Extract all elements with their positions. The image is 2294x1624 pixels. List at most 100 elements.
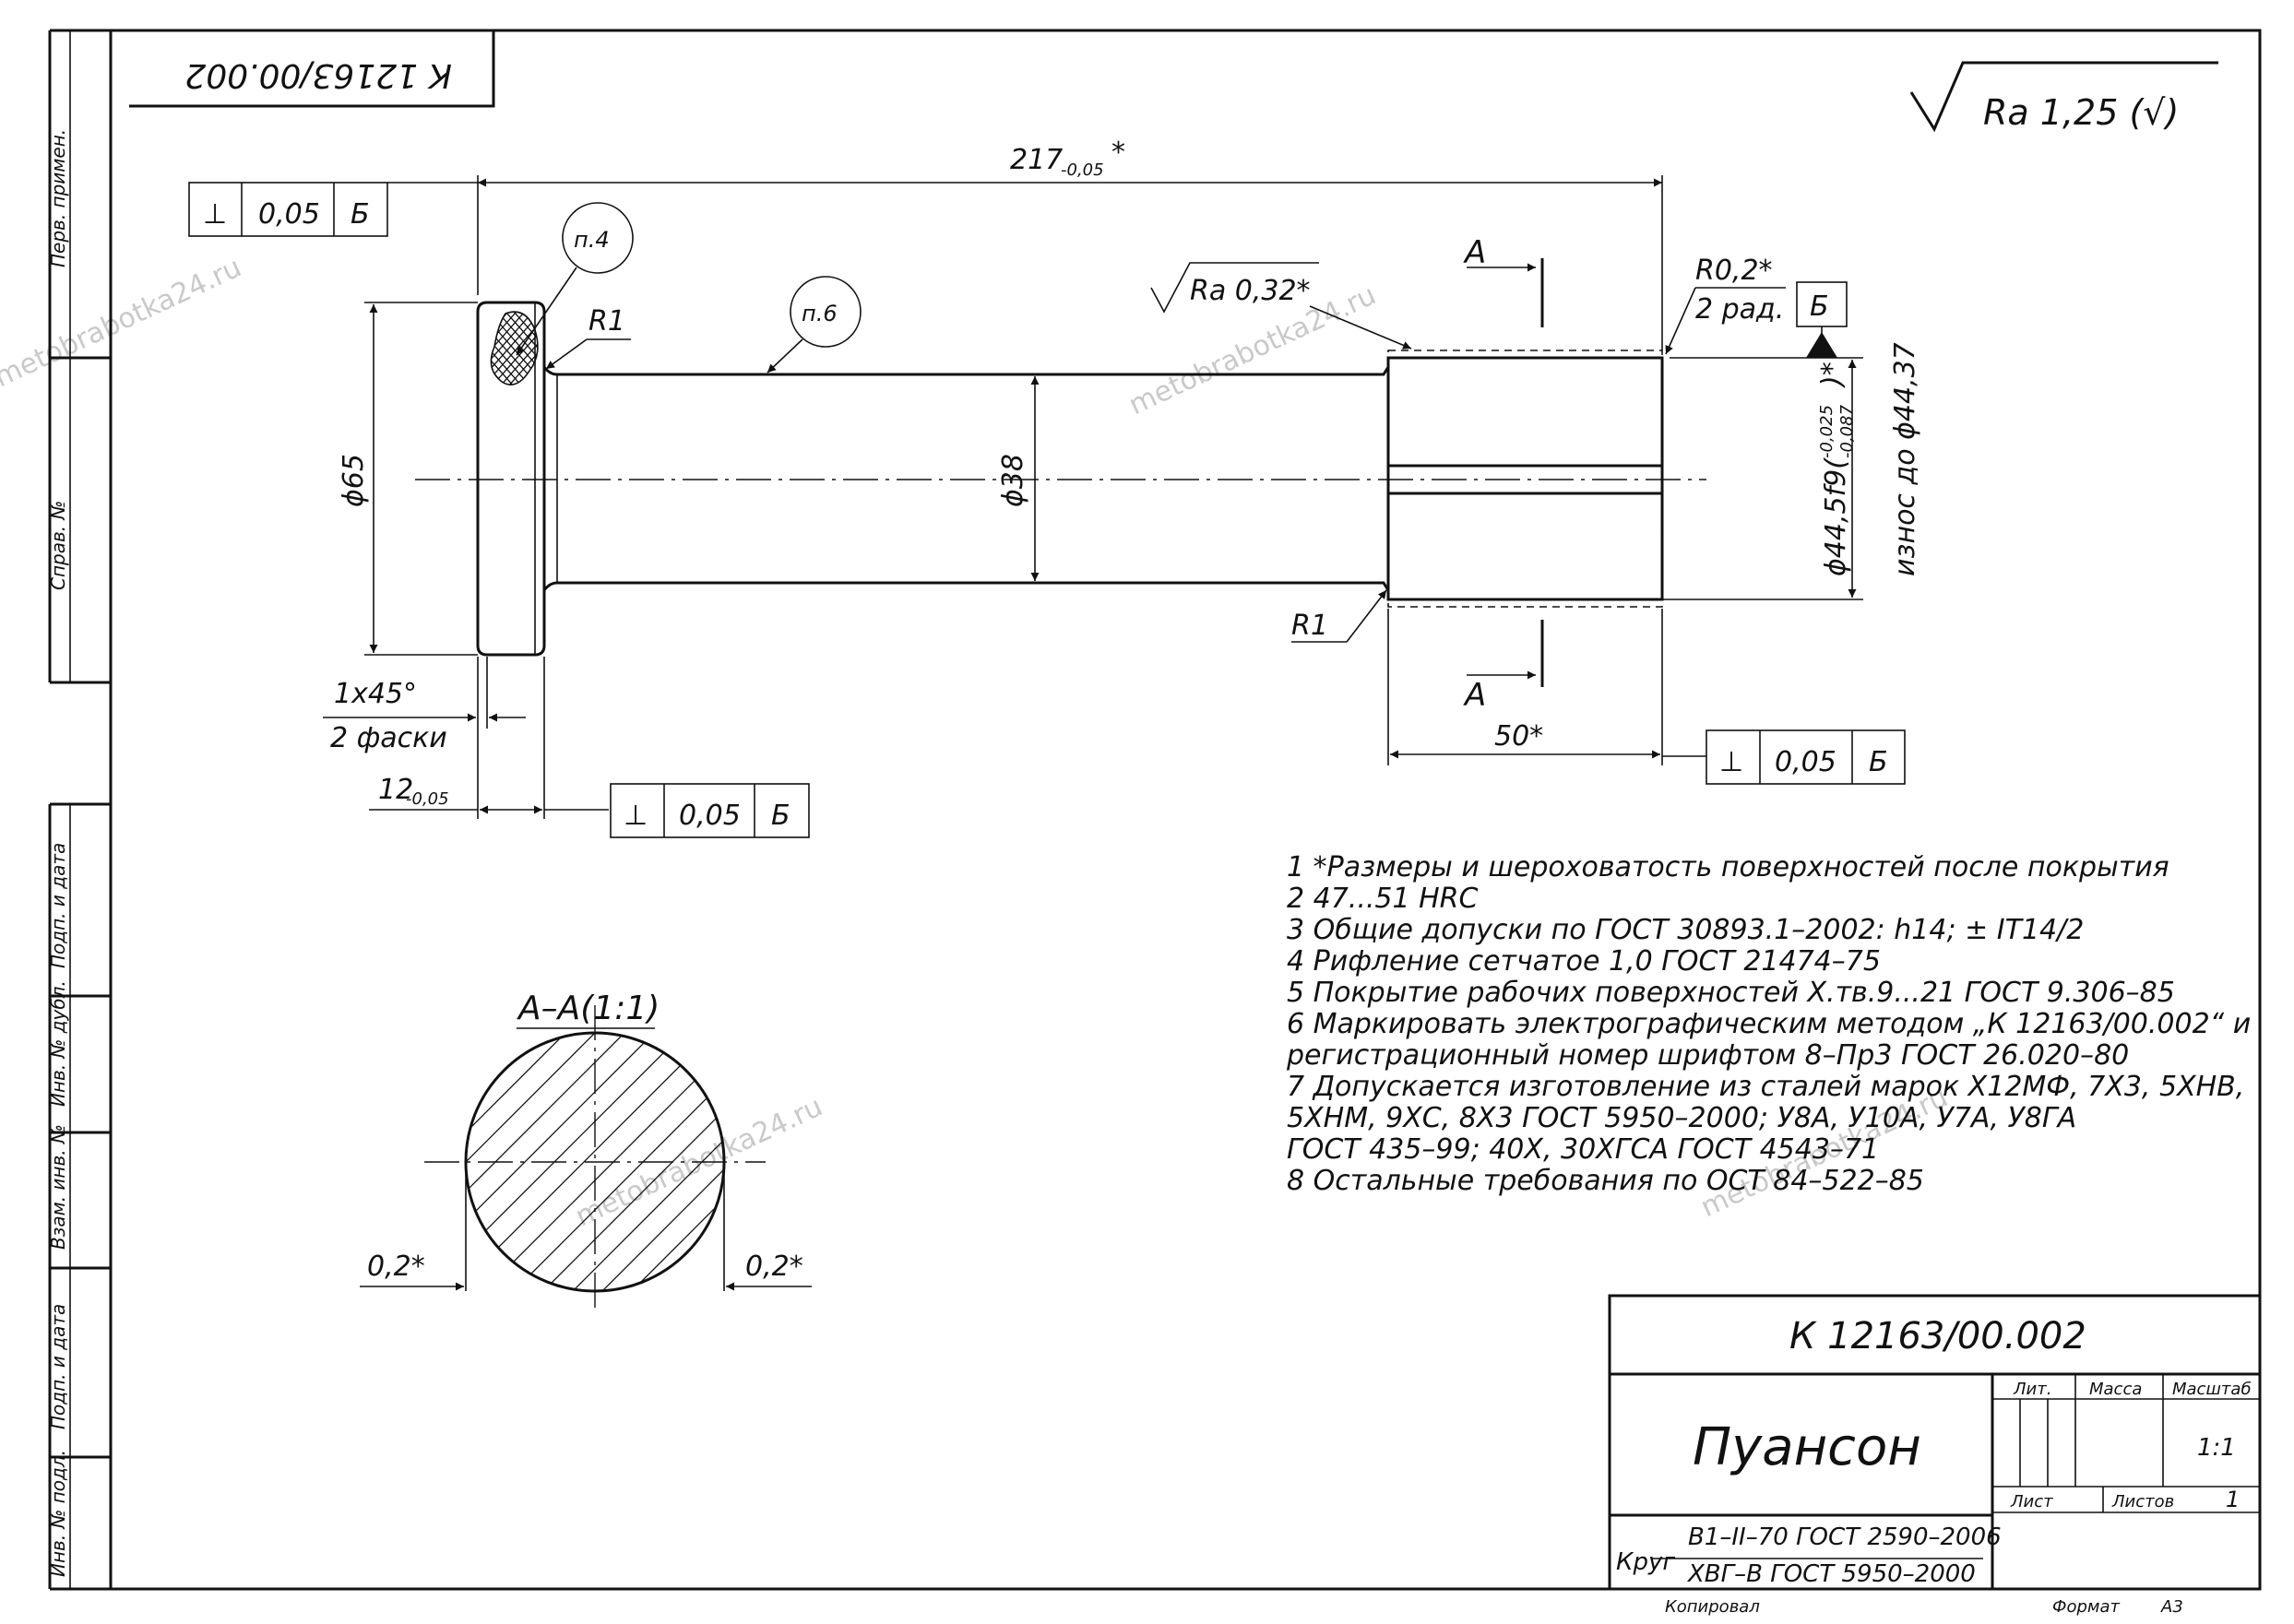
section-hatch-line (583, 1033, 724, 1291)
tolerance-base: Б (1869, 746, 1888, 778)
roughness-local: Ra 0,32* (1150, 262, 1412, 350)
dim-working-length: 50* (1387, 609, 1663, 765)
title-scale: 1:1 (2197, 1434, 2236, 1462)
section-view: А–А(1:1) 0,2* 0,2* (360, 990, 812, 1310)
section-gap-right: 0,2* (745, 1251, 803, 1283)
tolerance-base: Б (351, 198, 370, 231)
head-length-tol: -0,05 (406, 789, 449, 809)
note: регистрационный номер шрифтом 8–Пр3 ГОСТ… (1286, 1039, 2129, 1072)
knurl-hatch-line (506, 312, 538, 385)
roughness-general: Ra 1,25 (√) (1909, 61, 2218, 133)
shank-diameter: ϕ38 (997, 454, 1029, 507)
radius-r1-bottom: R1 (1291, 589, 1387, 643)
knurl-hatch-line (491, 312, 499, 385)
wear-limit: износ до ϕ44,37 (1889, 342, 1921, 576)
note: 5ХНМ, 9ХС, 8Х3 ГОСТ 5950–2000; У8А, У10А… (1287, 1102, 2076, 1134)
r02-note: 2 рад. (1695, 293, 1784, 326)
technical-notes: 1 *Размеры и шероховатость поверхностей … (1286, 851, 2251, 1197)
section-mark-bottom: А (1463, 620, 1544, 714)
section-letter-top: А (1463, 234, 1486, 271)
title-sheets-label: Листов (2111, 1492, 2174, 1511)
dim-chamfer: 1x45° 2 фаски (323, 657, 526, 754)
chamfer-note: 2 фаски (330, 722, 447, 754)
section-hatch-line (466, 1033, 673, 1291)
side-label: Подп. и дата (47, 1304, 69, 1429)
head-diameter: ϕ65 (338, 454, 370, 507)
knurl-hatch-line (515, 312, 538, 385)
side-label: Подп. и дата (47, 843, 69, 968)
datum-letter: Б (1810, 290, 1829, 323)
material-top: В1–II–70 ГОСТ 2590–2006 (1688, 1523, 2002, 1551)
note: 5 Покрытие рабочих поверхностей Х.тв.9..… (1287, 977, 2175, 1009)
roughness-local-text: Ra 0,32* (1190, 275, 1311, 307)
knurl-hatch-line (491, 312, 538, 385)
section-hatch-line (466, 1033, 614, 1291)
title-lit-label: Лит. (2013, 1380, 2051, 1399)
side-label: Перв. примен. (47, 129, 69, 267)
working-diameter: ϕ44,5f9( (1820, 457, 1852, 576)
note: 1 *Размеры и шероховатость поверхностей … (1287, 851, 2169, 883)
knurl-hatch-line (491, 312, 507, 385)
format-value: А3 (2160, 1597, 2183, 1617)
material-bottom: ХВГ–В ГОСТ 5950–2000 (1686, 1560, 1976, 1588)
dim-overall-length: 217 -0,05 * (477, 136, 1663, 350)
title-block: К 12163/00.002 Пуансон Лит. Масса Масшта… (1608, 1294, 2262, 1617)
perpendicularity-icon: ⊥ (203, 198, 227, 231)
title-mass-label: Масса (2089, 1380, 2142, 1399)
overall-tol: -0,05 (1061, 160, 1104, 180)
datum-b: Б (1670, 281, 1863, 359)
title-name: Пуансон (1693, 1417, 1921, 1477)
overall-star: * (1111, 136, 1125, 169)
section-title: А–А(1:1) (517, 990, 660, 1027)
tolerance-value: 0,05 (258, 198, 320, 231)
tolerance-frame-1: ⊥ 0,05 Б (188, 182, 478, 237)
watermark: metobrabotka24.ru (0, 252, 246, 395)
tolerance-value: 0,05 (1775, 746, 1836, 778)
note: 6 Маркировать электрографическим методом… (1287, 1008, 2251, 1040)
tolerance-frame-3: ⊥ 0,05 Б (1662, 729, 1906, 785)
perpendicularity-icon: ⊥ (1719, 746, 1743, 778)
part-outline (476, 301, 1664, 657)
side-labels: Перв. примен. Справ. № Подп. и дата Инв.… (47, 129, 69, 1577)
head-length: 12 (378, 774, 413, 806)
rotated-code-stamp: К 12163/00.002 (111, 29, 495, 108)
dim-head-diameter: ϕ65 (338, 302, 478, 656)
knurl-hatch-line (491, 312, 538, 385)
side-label: Инв. № подл. (47, 1450, 69, 1577)
working-star: )* (1816, 362, 1848, 388)
section-mark-top: А (1463, 234, 1544, 327)
note: 3 Общие допуски по ГОСТ 30893.1–2002: h1… (1287, 914, 2084, 946)
format-label: Формат (2052, 1597, 2121, 1617)
radius-r02: R0,2* 2 рад. (1665, 255, 1786, 355)
section-hatch-line (612, 1033, 724, 1291)
callout-p6: п.6 (767, 276, 862, 373)
r1-top: R1 (588, 305, 625, 338)
title-code: К 12163/00.002 (1789, 1315, 2086, 1357)
roughness-main: Ra 1,25 (√) (1983, 92, 2179, 133)
radius-r1-top: R1 (545, 305, 631, 370)
section-letter-bottom: А (1463, 677, 1486, 714)
working-length: 50* (1494, 720, 1543, 753)
r1-bottom: R1 (1291, 610, 1328, 642)
section-hatch-line (466, 1033, 585, 1291)
dim-working-diameter: ϕ44,5f9( -0,025 -0,087 )* износ до ϕ44,3… (1662, 342, 1921, 600)
note: 7 Допускается изготовление из сталей мар… (1287, 1071, 2244, 1103)
side-label: Справ. № (47, 501, 69, 590)
callout-p6-label: п.6 (802, 301, 838, 326)
side-label: Взам. инв. № (47, 1124, 69, 1250)
title-sheet-label: Лист (2010, 1492, 2053, 1511)
stamp-code: К 12163/00.002 (184, 56, 452, 94)
title-scale-label: Масштаб (2172, 1380, 2252, 1399)
knurl-hatch-line (491, 312, 499, 385)
dim-head-length: 12 -0,05 (369, 657, 609, 819)
chamfer: 1x45° (334, 678, 417, 710)
working-tol-up: -0,025 (1817, 405, 1836, 458)
note: 2 47...51 HRC (1287, 883, 1479, 915)
material-prefix: Круг (1616, 1548, 1675, 1576)
knurl-hatch-line (506, 312, 538, 385)
note: 4 Рифление сетчатое 1,0 ГОСТ 21474–75 (1287, 945, 1881, 978)
title-sheets-count: 1 (2226, 1487, 2240, 1512)
note: ГОСТ 435–99; 40Х, 30ХГСА ГОСТ 4543–71 (1287, 1133, 1879, 1166)
knurl-hatch-line (498, 312, 538, 385)
